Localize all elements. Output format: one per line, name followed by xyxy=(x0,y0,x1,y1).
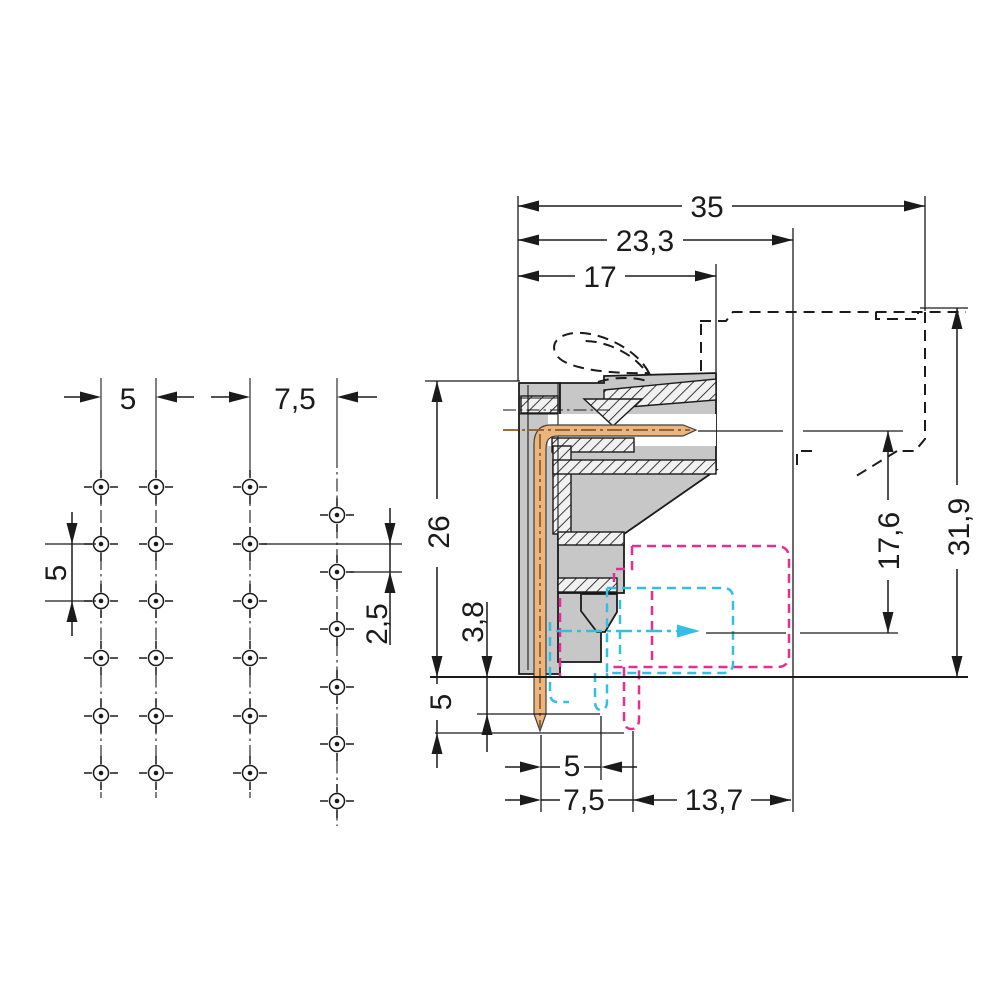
dim-label-plug-overhang: 13,7 xyxy=(685,784,743,817)
dim-label-col-pitch-wide: 7,5 xyxy=(274,383,316,416)
body-taper xyxy=(559,469,719,535)
dim-label-row-pitch: 5 xyxy=(40,565,73,582)
dim-label-pin-spacing-wide: 7,5 xyxy=(563,784,605,817)
drill-holes xyxy=(83,469,355,819)
hatch-left-wall xyxy=(552,445,572,535)
dim-label-total-depth: 35 xyxy=(690,191,723,224)
hatch-under-pin xyxy=(551,437,635,453)
dim-col-pitch: 5 7,5 xyxy=(64,383,377,416)
dim-label-body-depth: 17 xyxy=(583,261,616,294)
drill-hole-pattern: 5 7,5 5 2,5 xyxy=(40,378,402,826)
extension-lines xyxy=(425,196,968,812)
solder-pin xyxy=(503,424,698,733)
hatch-funnel xyxy=(582,398,644,427)
dim-row-offset: 2,5 xyxy=(262,508,402,645)
dim-label-pin-spacing-small: 5 xyxy=(564,750,581,783)
cyan-plug-pin xyxy=(593,673,609,712)
hatch-band-2 xyxy=(557,531,625,546)
dim-label-pin-protrusion: 5 xyxy=(425,694,458,711)
dim-label-body-height: 26 xyxy=(423,515,456,548)
dim-label-col-pitch: 5 xyxy=(120,383,137,416)
dim-label-row-offset: 2,5 xyxy=(361,603,394,645)
locking-lever-outline xyxy=(553,331,651,375)
dim-row-pitch: 5 xyxy=(40,512,96,636)
cyan-axis-arrow xyxy=(677,624,700,638)
dim-label-mated-depth: 23,3 xyxy=(616,225,674,258)
dim-label-tip-below-board: 3,8 xyxy=(457,601,490,643)
mating-plug-phantom-cyan xyxy=(548,586,735,712)
pink-plug-outline xyxy=(607,544,791,669)
connector-cross-section xyxy=(430,311,968,733)
pink-plug-pin xyxy=(622,667,641,731)
cyan-plug-outline xyxy=(605,586,735,675)
mating-plug-phantom-pink xyxy=(558,544,791,731)
housing-top-outline xyxy=(700,311,966,322)
hatch-band xyxy=(552,459,717,475)
mating-housing-phantom xyxy=(553,311,966,479)
dim-label-plug-below-axis: 17,6 xyxy=(873,512,906,570)
housing-right-outline xyxy=(897,312,926,452)
dimension-labels: 35 23,3 17 26 3,8 5 5 7,5 13,7 17,6 31,9 xyxy=(423,191,976,817)
dim-label-total-height: 31,9 xyxy=(943,498,976,556)
